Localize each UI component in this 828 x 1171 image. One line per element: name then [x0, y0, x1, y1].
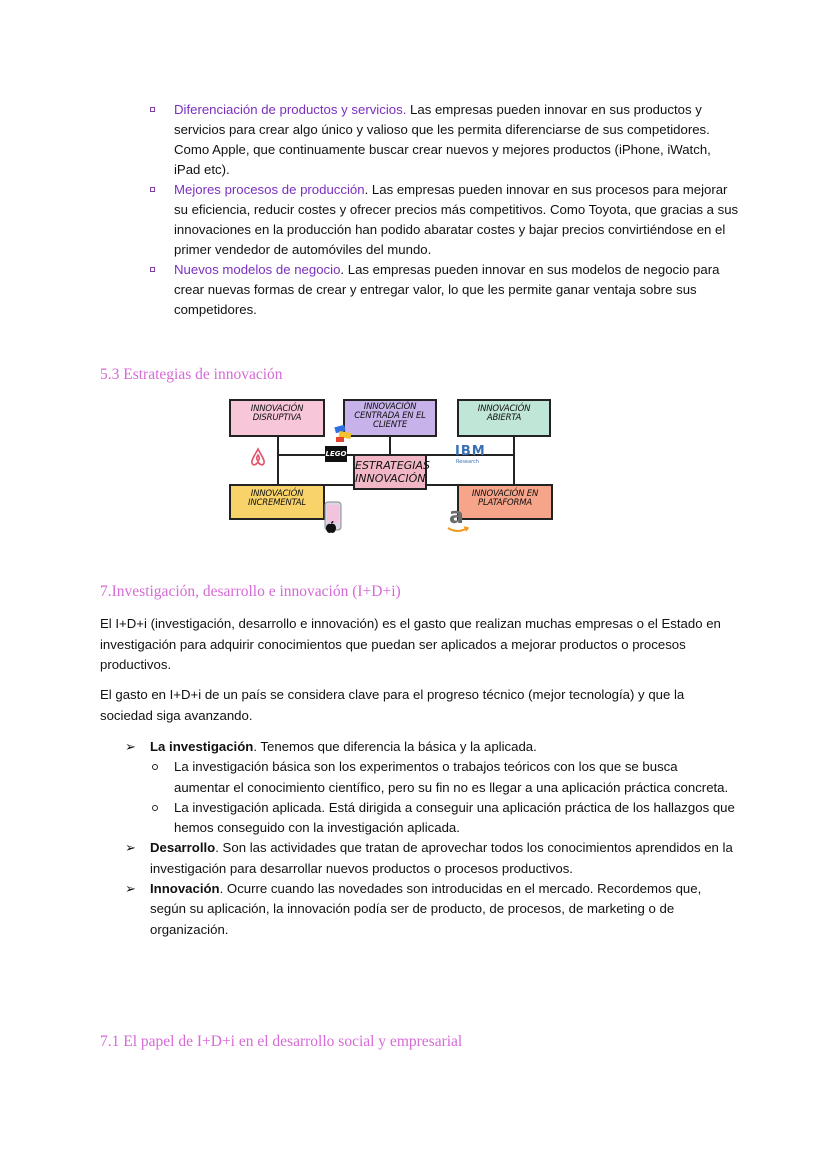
connector-line [277, 436, 279, 484]
item-text: . Tenemos que diferencia la básica y la … [253, 739, 537, 754]
arrow-bullet-icon: ➢ [125, 881, 136, 897]
paragraph-idi-definition: El I+D+i (investigación, desarrollo e in… [100, 616, 721, 672]
item-bold-title: La investigación [150, 739, 254, 754]
research-types-list: La investigación básica son los experime… [150, 757, 735, 838]
apple-logo-icon [326, 521, 336, 533]
list-item: ➢ Desarrollo. Son las actividades que tra… [125, 838, 735, 879]
item-text: . Las empresas pueden innovar en sus pro… [174, 182, 739, 257]
square-bullet-icon [150, 267, 155, 272]
connector-line [425, 454, 515, 456]
section-heading-5-3: 5.3 Estrategias de innovación [100, 366, 283, 383]
list-item: Nuevos modelos de negocio. Las empresas … [150, 260, 740, 320]
connector-line [277, 454, 355, 456]
airbnb-logo-icon [251, 447, 265, 466]
list-item: ➢ Innovación. Ocurre cuando las novedades… [125, 879, 735, 940]
item-text: Las empresas pueden innovar en sus produ… [174, 102, 711, 177]
list-item: Mejores procesos de producción. Las empr… [150, 180, 740, 260]
item-title: Nuevos modelos de negocio [174, 262, 341, 277]
arrow-bullet-icon: ➢ [125, 739, 136, 754]
arrow-bullet-icon: ➢ [125, 840, 136, 856]
connector-line [389, 436, 391, 456]
connector-line [513, 436, 515, 484]
colorful-blocks-icon [334, 424, 352, 442]
ibm-research-label: Research [456, 459, 479, 465]
idi-components-list: ➢ La investigación. Tenemos que diferenci… [125, 737, 735, 940]
iphone-icon [324, 501, 342, 531]
item-text: . Las empresas pueden innovar en sus mod… [174, 262, 720, 317]
square-bullet-icon [150, 187, 155, 192]
square-bullet-icon [150, 107, 155, 112]
circle-bullet-icon [152, 804, 158, 811]
ibm-logo-icon: IBM [455, 444, 486, 459]
list-item: ➢ La investigación. Tenemos que diferenci… [125, 737, 735, 838]
item-text: . Son las actividades que tratan de apro… [150, 840, 733, 876]
circle-bullet-icon [152, 764, 158, 771]
paragraph-idi-importance: El gasto en I+D+i de un país se consider… [100, 687, 685, 723]
list-item: Diferenciación de productos y servicios.… [150, 100, 740, 180]
section-heading-7-1: 7.1 El papel de I+D+i en el desarrollo s… [100, 1033, 463, 1050]
section-heading-7: 7.Investigación, desarrollo e innovación… [100, 583, 401, 600]
amazon-logo-icon: a [449, 504, 464, 529]
item-text: . Ocurre cuando las novedades son introd… [150, 881, 702, 937]
lego-logo-icon: LEGO [325, 446, 347, 462]
sub-list-item: La investigación básica son los experime… [150, 757, 735, 798]
item-title: Diferenciación de productos y servicios. [174, 102, 407, 117]
sub-list-item: La investigación aplicada. Está dirigida… [150, 798, 735, 839]
innovation-types-list: Diferenciación de productos y servicios.… [150, 100, 740, 320]
item-title: Mejores procesos de producción [174, 182, 365, 197]
amazon-smile-icon [447, 526, 469, 532]
item-bold-title: Innovación [150, 881, 220, 897]
item-bold-title: Desarrollo [150, 840, 216, 856]
